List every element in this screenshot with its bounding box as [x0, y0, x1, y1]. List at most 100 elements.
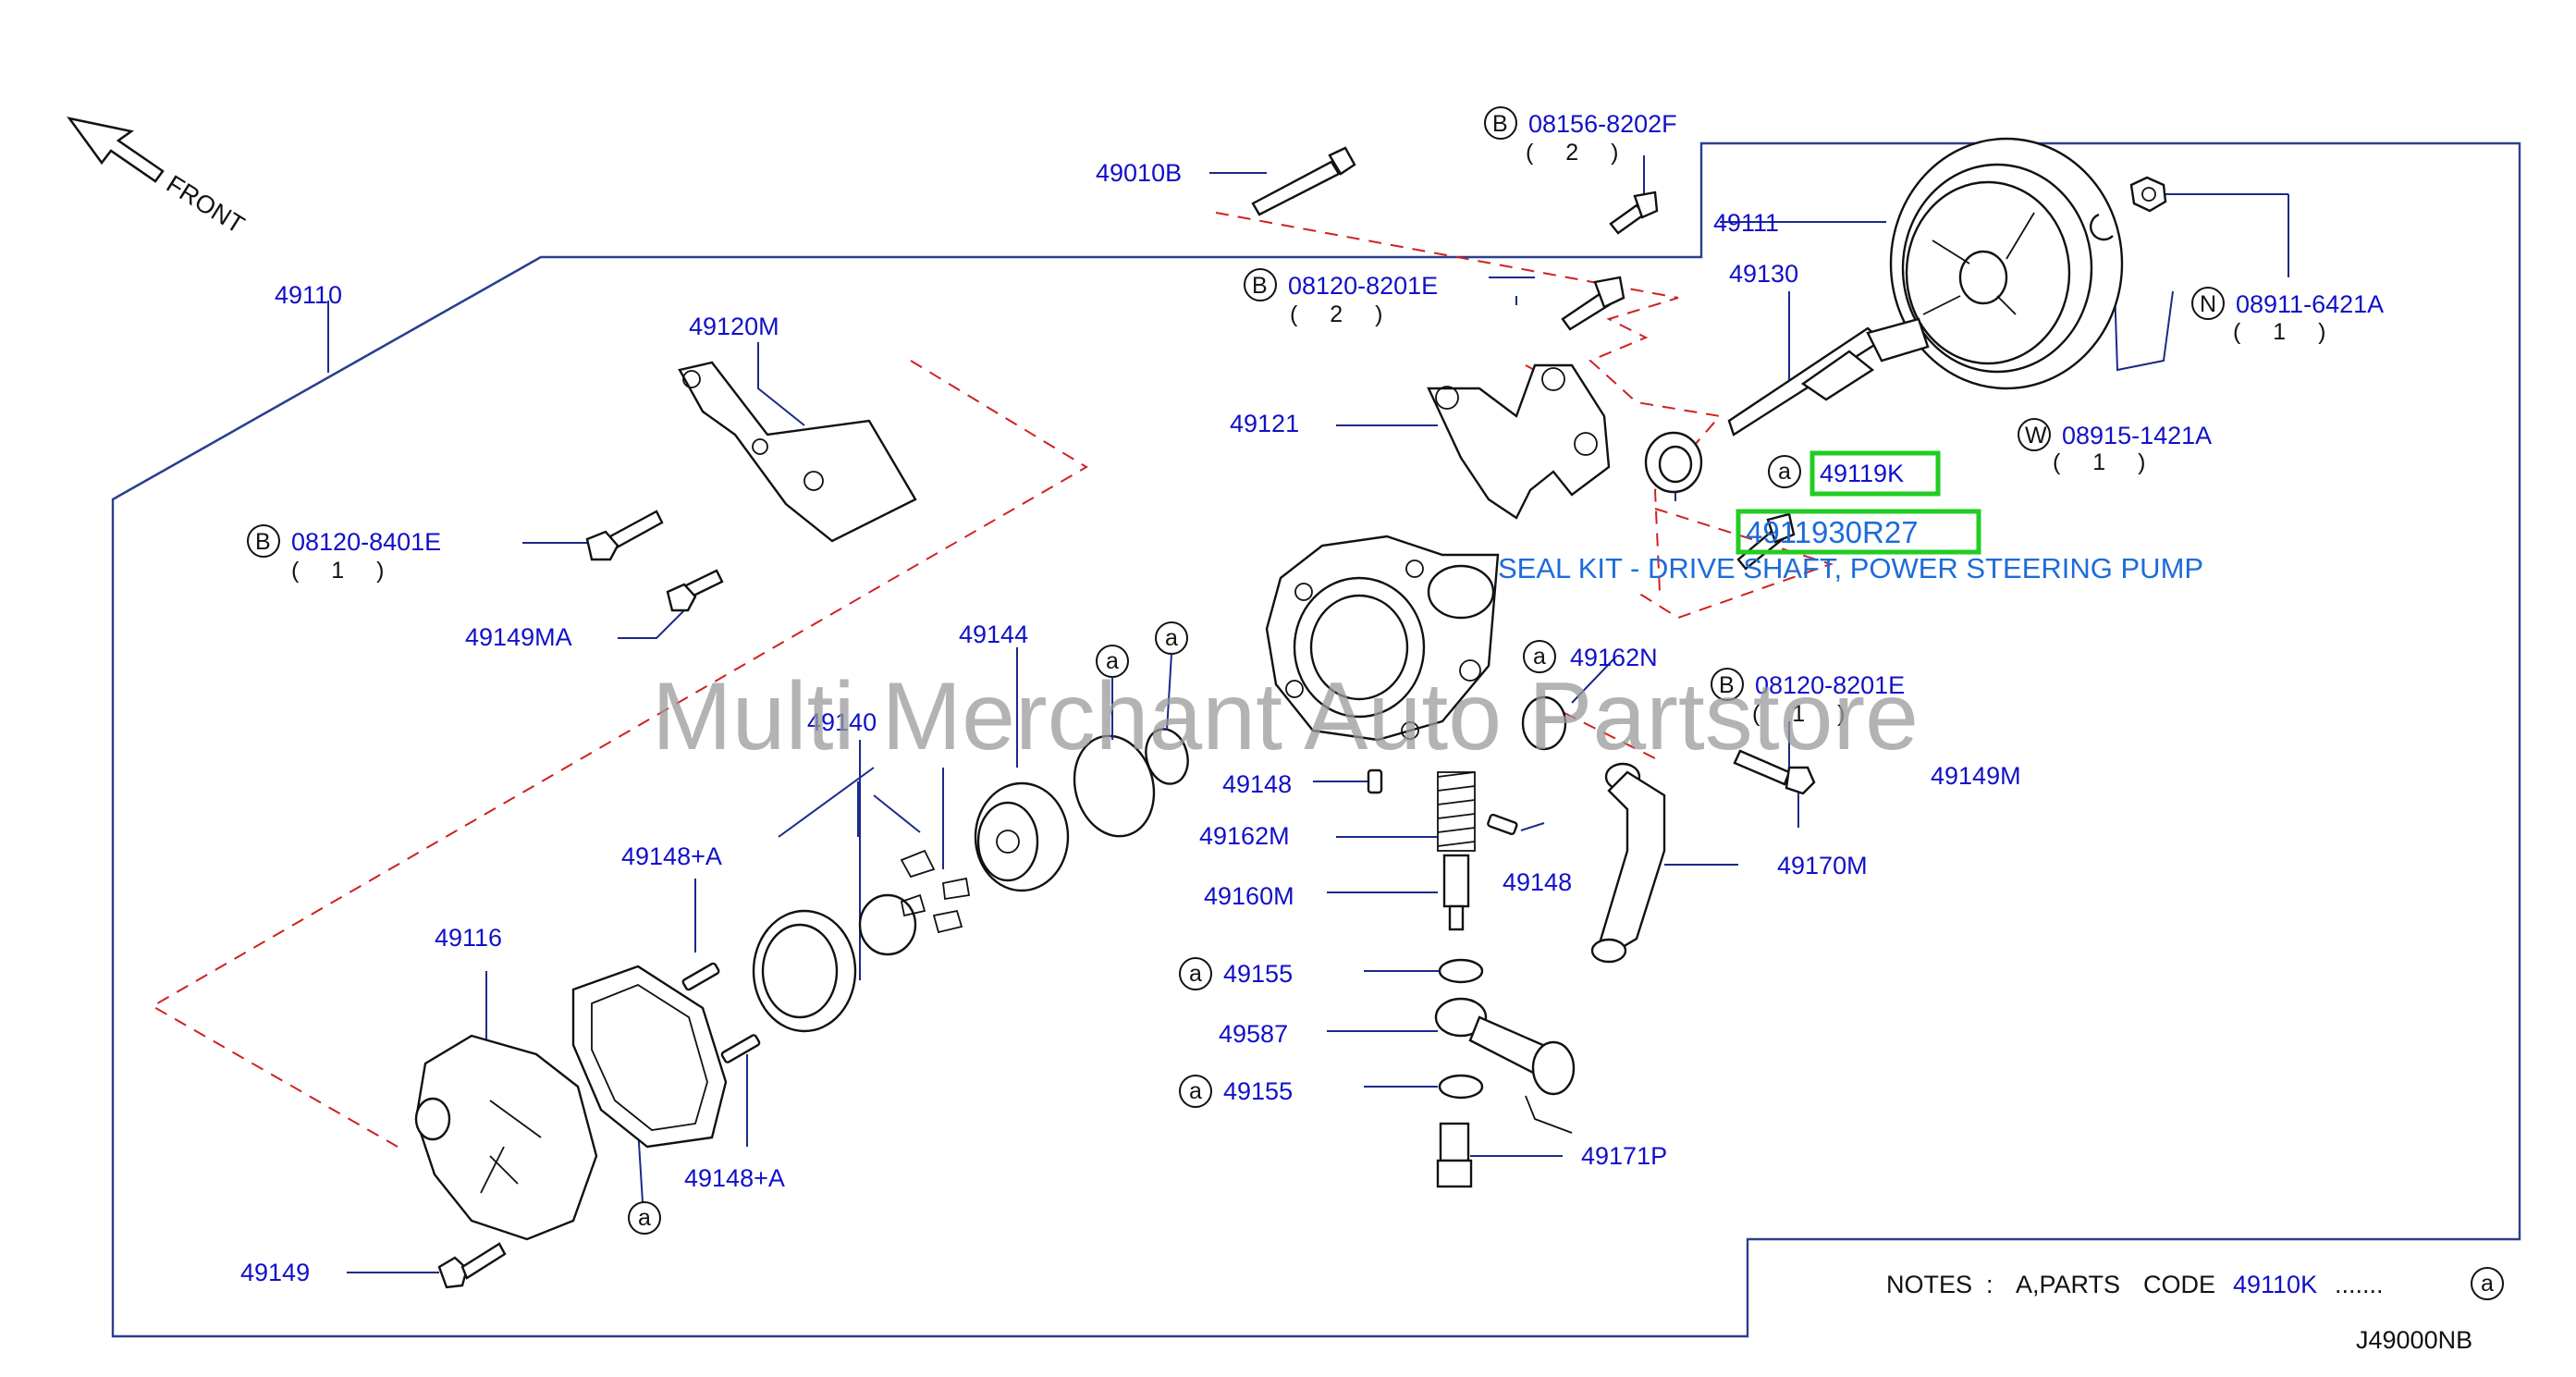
rear-cover-49116-icon: [414, 1034, 598, 1241]
rotor-49140-icon: [752, 849, 971, 1033]
highlight-part-number[interactable]: 4911930R27: [1746, 515, 1919, 549]
prefix-b-08156-icon: [1484, 106, 1517, 140]
pin-49148-mid-icon: [1487, 813, 1518, 836]
prefix-08911: N: [2200, 291, 2216, 317]
notes-code-value[interactable]: 49110K: [2233, 1271, 2317, 1298]
label-49148-mid[interactable]: 49148: [1503, 868, 1572, 896]
notes-word: NOTES: [1886, 1271, 1972, 1298]
label-49144[interactable]: 49144: [959, 621, 1028, 648]
label-49010b[interactable]: 49010B: [1096, 159, 1182, 187]
bolt-08156-icon: [1609, 191, 1659, 235]
qty-08120-8201e-2: ( 2 ): [1290, 301, 1395, 327]
label-49148a-top[interactable]: 49148+A: [621, 842, 722, 870]
bolt-49171p-icon: [1436, 1122, 1473, 1188]
label-08120-8201e-1[interactable]: 08120-8201E: [1755, 671, 1905, 699]
label-49149m[interactable]: 49149M: [1931, 762, 2021, 790]
prefix-a-49119k-icon: [1768, 455, 1801, 488]
highlight-49119k: [1809, 450, 1941, 497]
ref-marker-3: a: [638, 1205, 651, 1231]
hose-49170m-icon: [1590, 762, 1666, 964]
label-49148a-bot[interactable]: 49148+A: [684, 1164, 785, 1192]
pin-49148a-bot-icon: [720, 1034, 761, 1063]
prefix-w-08915-icon: [2018, 418, 2051, 451]
label-49155-bot[interactable]: 49155: [1223, 1077, 1293, 1105]
prefix-n-08911-icon: [2191, 287, 2225, 320]
notes-ref-letter: a: [2481, 1271, 2494, 1297]
label-08120-8201e-2[interactable]: 08120-8201E: [1288, 272, 1438, 300]
qty-08911-6421a: ( 1 ): [2233, 319, 2338, 345]
label-49148-top[interactable]: 49148: [1222, 770, 1292, 798]
prefix-49162n: a: [1533, 644, 1546, 670]
prefix-08915: W: [2025, 423, 2047, 449]
label-49121[interactable]: 49121: [1230, 410, 1299, 437]
bolt-49149ma-icon: [666, 569, 724, 612]
prefix-49119k: a: [1778, 459, 1791, 485]
front-label: FRONT: [162, 170, 250, 240]
pump-body-dash: [1636, 508, 1834, 620]
watermark: Multi Merchant Auto Partstore: [652, 663, 1919, 770]
label-49171p[interactable]: 49171P: [1581, 1142, 1667, 1170]
label-49119k[interactable]: 49119K: [1820, 460, 1904, 487]
label-49120m[interactable]: 49120M: [689, 313, 779, 340]
front-housing-dash: [150, 360, 1088, 1148]
spring-49162m-icon: [1437, 771, 1476, 852]
notes-code-word: CODE: [2143, 1271, 2215, 1298]
label-49587[interactable]: 49587: [1219, 1020, 1288, 1048]
bracket-49120m-icon: [678, 361, 917, 543]
qty-08120-8401e: ( 1 ): [291, 558, 397, 584]
label-08156-8202f[interactable]: 08156-8202F: [1528, 110, 1677, 138]
gasket-icon: [571, 965, 728, 1149]
pin-49148a-top-icon: [681, 962, 720, 991]
prefix-b-08120-1-icon: [1711, 668, 1744, 701]
label-49155-top[interactable]: 49155: [1223, 960, 1293, 988]
qty-08120-8201e-1: ( 1 ): [1752, 701, 1858, 727]
prefix-08120-2: B: [1252, 273, 1268, 299]
qty-08156-8202f: ( 2 ): [1526, 140, 1631, 166]
prefix-b-08120-8401e-icon: [247, 524, 280, 558]
prefix-08120-8401e: B: [255, 529, 271, 555]
pulley-49111-icon: [1889, 137, 2124, 390]
label-49116[interactable]: 49116: [435, 924, 502, 952]
label-49140[interactable]: 49140: [807, 708, 877, 736]
highlight-box: [1736, 509, 1981, 555]
washer-49155-top-icon: [1438, 958, 1484, 984]
pump-body-icon: [1265, 535, 1500, 742]
front-arrow-icon: [67, 117, 165, 183]
washer-08915-icon: [2090, 213, 2114, 241]
label-49110[interactable]: 49110: [275, 281, 342, 309]
nut-08911-icon: [2129, 176, 2167, 213]
bolt-49149m-icon: [1733, 749, 1816, 795]
assembly-frame-edge: [112, 255, 542, 501]
label-08120-8401e[interactable]: 08120-8401E: [291, 528, 441, 556]
label-49162m[interactable]: 49162M: [1199, 822, 1290, 850]
washer-49155-bot-icon: [1438, 1074, 1484, 1100]
label-49160m[interactable]: 49160M: [1204, 882, 1294, 910]
label-08915-1421a[interactable]: 08915-1421A: [2062, 422, 2212, 449]
label-08911-6421a[interactable]: 08911-6421A: [2236, 290, 2384, 318]
label-49149ma[interactable]: 49149MA: [465, 623, 572, 651]
label-49130[interactable]: 49130: [1729, 260, 1798, 288]
prefix-49155-top: a: [1189, 961, 1202, 987]
prefix-08120-1: B: [1719, 672, 1735, 698]
notes-dots: .......: [2335, 1271, 2384, 1298]
ref-marker-icon: [628, 1201, 661, 1235]
prefix-b-08120-2-icon: [1244, 268, 1277, 301]
qty-08915-1421a: ( 1 ): [2053, 449, 2158, 475]
oring-49162n-icon: [1521, 695, 1567, 751]
notes-ref-icon: [2471, 1267, 2504, 1300]
prefix-a-49155-top-icon: [1179, 957, 1212, 990]
label-49149[interactable]: 49149: [240, 1259, 310, 1286]
label-49162n[interactable]: 49162N: [1570, 644, 1658, 671]
prefix-a-49162n-icon: [1523, 640, 1556, 673]
label-49111[interactable]: 49111: [1713, 209, 1779, 237]
bolt-08120-8401e-icon: [585, 510, 664, 561]
leader-lines: [327, 155, 2289, 1273]
bolt-08120-top-icon: [1561, 276, 1625, 331]
diagram-code: J49000NB: [2356, 1326, 2472, 1354]
bolt-49010b-icon: [1251, 146, 1356, 216]
notes-colon: :: [1986, 1271, 1993, 1298]
highlight-description[interactable]: SEAL KIT - DRIVE SHAFT, POWER STEERING P…: [1498, 552, 2203, 584]
label-49170m[interactable]: 49170M: [1777, 852, 1868, 879]
